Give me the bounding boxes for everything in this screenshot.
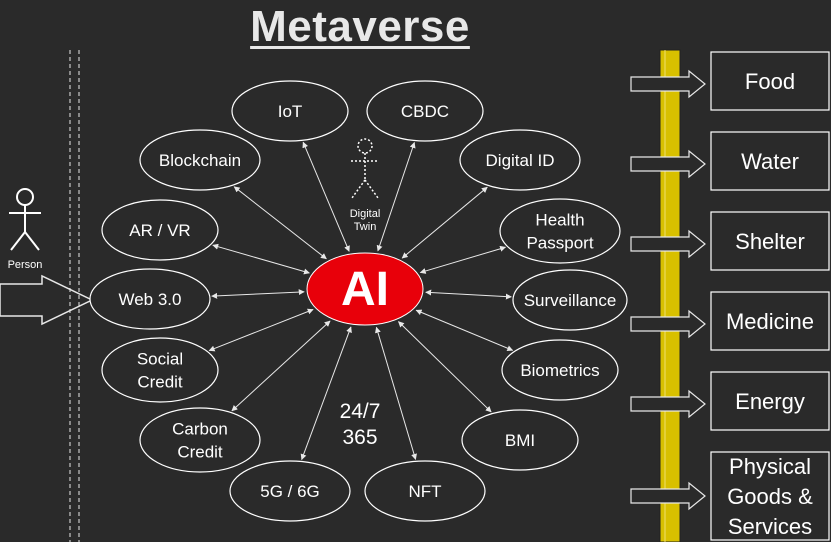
resource-arrow-4 — [630, 309, 706, 339]
resource-arrow-1 — [630, 69, 706, 99]
spoke-biometrics — [415, 309, 514, 352]
resource-arrow-2 — [630, 149, 706, 179]
node-label-blockchain: Blockchain — [159, 151, 241, 170]
resource-label-1: Food — [745, 69, 795, 94]
node-blockchain: Blockchain — [139, 129, 261, 191]
resource-label-3: Shelter — [735, 229, 805, 254]
spoke-digital-id — [401, 186, 488, 259]
node-nft: NFT — [364, 460, 486, 522]
resource-2: Water — [630, 131, 830, 191]
node-label-bmi: BMI — [505, 431, 535, 450]
node-iot: IoT — [231, 80, 349, 142]
resource-arrow-3 — [630, 229, 706, 259]
resource-label-4: Medicine — [726, 309, 814, 334]
resource-arrow-6 — [630, 481, 706, 511]
ai-hub: AI — [306, 252, 424, 326]
node-label-surveillance: Surveillance — [524, 291, 617, 310]
spoke-carbon-credit — [231, 320, 331, 412]
node-label-biometrics: Biometrics — [520, 361, 599, 380]
resource-4: Medicine — [630, 291, 830, 351]
spoke-blockchain — [233, 186, 327, 260]
node-digital-id: Digital ID — [459, 129, 581, 191]
spoke-nft — [375, 326, 417, 460]
person-icon — [9, 188, 41, 251]
resource-5: Energy — [630, 371, 830, 431]
node-ar-vr: AR / VR — [101, 199, 219, 261]
person-label: Person — [8, 259, 43, 271]
spoke-health-passport — [419, 245, 507, 274]
node-5g6g: 5G / 6G — [229, 460, 351, 522]
node-label-iot: IoT — [278, 102, 303, 121]
digital-twin-icon — [351, 138, 379, 199]
resource-1: Food — [630, 51, 830, 111]
spoke-web3 — [211, 289, 305, 299]
resource-arrow-5 — [630, 389, 706, 419]
node-cbdc: CBDC — [366, 80, 484, 142]
node-label-ar-vr: AR / VR — [129, 221, 190, 240]
spoke-ar-vr — [212, 243, 310, 275]
node-biometrics: Biometrics — [501, 339, 619, 401]
node-label-cbdc: CBDC — [401, 102, 449, 121]
spoke-5g6g — [300, 326, 352, 461]
resource-3: Shelter — [630, 211, 830, 271]
node-label-digital-id: Digital ID — [486, 151, 555, 170]
ai-hub-label: AI — [341, 263, 389, 316]
spoke-cbdc — [376, 141, 416, 252]
node-label-5g6g: 5G / 6G — [260, 482, 320, 501]
resource-label-2: Water — [741, 149, 799, 174]
resource-bar — [659, 49, 681, 542]
diagram-title: Metaverse — [250, 2, 470, 51]
resource-label-5: Energy — [735, 389, 805, 414]
node-label-nft: NFT — [408, 482, 441, 501]
spoke-iot — [302, 141, 350, 252]
node-label-web3: Web 3.0 — [118, 290, 181, 309]
node-web3: Web 3.0 — [89, 268, 211, 330]
node-surveillance: Surveillance — [512, 269, 628, 331]
person-input-arrow — [0, 274, 94, 326]
spoke-surveillance — [425, 289, 512, 300]
spoke-social-credit — [208, 308, 314, 352]
node-bmi: BMI — [461, 409, 579, 471]
